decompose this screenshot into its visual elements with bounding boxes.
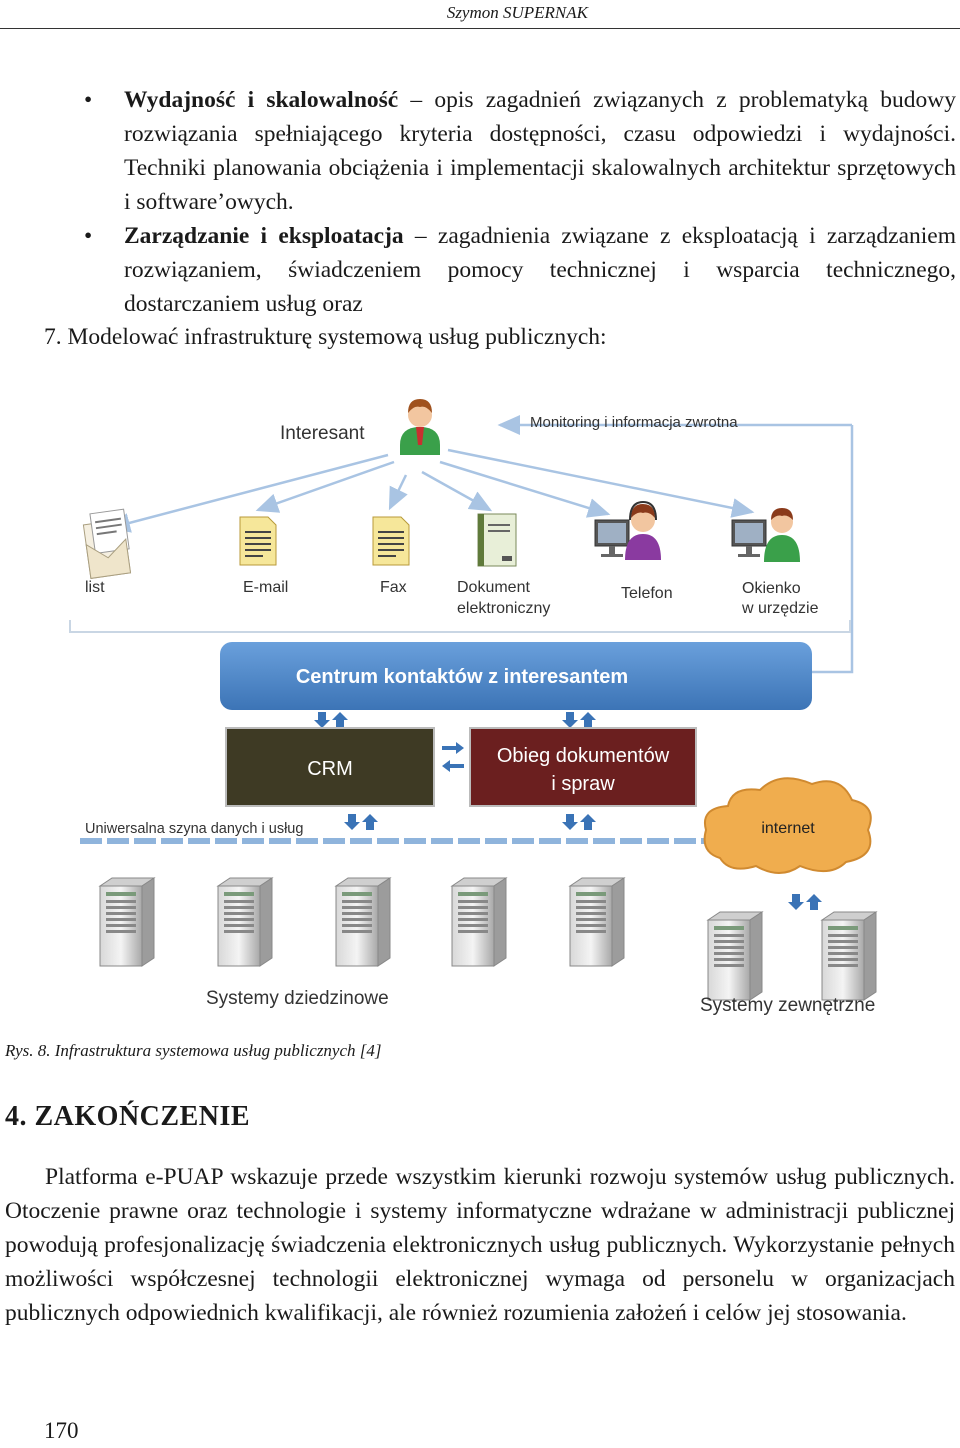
label-fax: Fax — [380, 579, 407, 596]
page-number: 170 — [44, 1418, 79, 1443]
centrum-box — [220, 642, 812, 710]
numbered-item: 7. Modelować infrastrukturę systemową us… — [44, 320, 607, 354]
bullet-text: – zagadnienia związane z eksploatacją i … — [124, 223, 957, 317]
bullet-dot: • — [84, 223, 93, 249]
bullet-body: Zarządzanie i eksploatacja – zagadnienia… — [124, 219, 956, 321]
phone-operator-icon — [594, 500, 661, 560]
interesant-person-icon — [400, 399, 440, 455]
bullet-title: Wydajność i skalowalność — [124, 87, 399, 113]
external-servers — [707, 911, 877, 1001]
paragraph-text: Platforma e-PUAP wskazuje przede wszystk… — [5, 1164, 955, 1326]
bullet-item-management: • Zarządzanie i eksploatacja – zagadnien… — [84, 219, 960, 321]
channel-bracket — [69, 620, 851, 633]
document-flow-box — [469, 727, 697, 807]
server-icon — [707, 911, 763, 1001]
server-icon — [217, 877, 273, 967]
conclusion-paragraph: Platforma e-PUAP wskazuje przede wszystk… — [5, 1160, 955, 1330]
label-internet: internet — [761, 820, 815, 837]
server-icon — [569, 877, 625, 967]
bullet-title: Zarządzanie i eksploatacja — [124, 223, 404, 249]
bullet-dot: • — [84, 87, 93, 113]
server-icon — [451, 877, 507, 967]
label-systemy-zewnetrzne: Systemy zewnętrzne — [700, 995, 875, 1016]
label-monitoring: Monitoring i informacja zwrotna — [530, 414, 738, 431]
figure-caption: Rys. 8. Infrastruktura systemowa usług p… — [5, 1041, 382, 1060]
label-email: E-mail — [243, 579, 288, 596]
item-text: Modelować infrastrukturę systemową usług… — [67, 324, 607, 350]
label-dokument-2: elektroniczny — [457, 600, 550, 617]
label-centrum: Centrum kontaktów z interesantem — [296, 666, 628, 688]
data-flow-arrows — [314, 712, 822, 910]
label-szyna: Uniwersalna szyna danych i usług — [85, 821, 303, 837]
domain-servers — [99, 877, 625, 967]
bullet-text: – opis zagadnień związanych z problematy… — [124, 87, 956, 215]
running-header: Szymon SUPERNAK — [0, 0, 960, 29]
label-crm: CRM — [307, 758, 353, 780]
server-icon — [821, 911, 877, 1001]
label-systemy-dziedzinowe: Systemy dziedzinowe — [206, 988, 389, 1009]
server-icon — [99, 877, 155, 967]
label-dokument-1: Dokument — [457, 579, 530, 596]
electronic-document-icon — [477, 513, 517, 567]
label-telefon: Telefon — [621, 585, 673, 602]
office-window-icon — [731, 508, 800, 562]
feedback-line — [812, 425, 854, 674]
label-okienko-1: Okienko — [742, 580, 801, 597]
letter-icon — [82, 508, 132, 579]
crm-box — [225, 727, 435, 807]
label-obieg-1: Obieg dokumentów — [497, 745, 670, 767]
item-number: 7. — [44, 324, 62, 350]
fax-document-icon — [372, 516, 410, 566]
label-okienko-2: w urzędzie — [741, 600, 819, 617]
running-head-author: Szymon SUPERNAK — [446, 3, 588, 22]
internet-cloud-icon — [703, 777, 872, 874]
label-list: list — [85, 579, 105, 596]
label-obieg-2: i spraw — [551, 773, 615, 795]
label-interesant: Interesant — [280, 423, 365, 444]
channel-arrows — [107, 448, 755, 533]
bullet-item-performance: • Wydajność i skalowalność – opis zagadn… — [84, 83, 960, 219]
section-heading: 4. ZAKOŃCZENIE — [5, 1101, 251, 1132]
bullet-body: Wydajność i skalowalność – opis zagadnie… — [124, 83, 956, 219]
email-document-icon — [239, 516, 277, 566]
server-icon — [335, 877, 391, 967]
infrastructure-diagram: Interesant Monitoring i informacja zwrot… — [69, 399, 877, 1016]
